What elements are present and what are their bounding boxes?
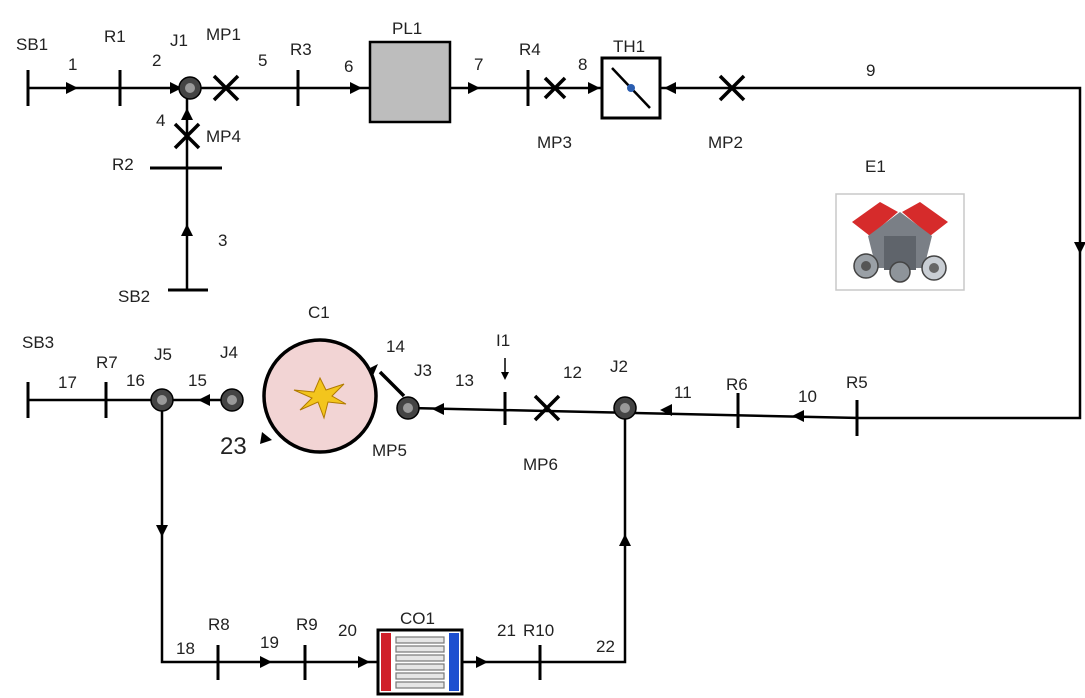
mp3-marker (543, 76, 567, 100)
branch-6: 6 (344, 57, 353, 76)
flow-arrow-23 (260, 432, 272, 444)
branch-18: 18 (176, 639, 195, 658)
branch-11: 11 (674, 383, 692, 402)
label-mp5: MP5 (372, 441, 407, 460)
label-c1: C1 (308, 303, 330, 322)
j2-junction (613, 396, 637, 420)
flow-arrow-19 (260, 656, 272, 668)
label-j1: J1 (170, 31, 188, 50)
label-r8: R8 (208, 615, 230, 634)
label-r5: R5 (846, 373, 868, 392)
spark-icon (293, 376, 347, 420)
flow-arrow-11 (660, 404, 672, 416)
branch-14: 14 (386, 337, 405, 356)
label-sb3: SB3 (22, 333, 54, 352)
label-sb1: SB1 (16, 35, 48, 54)
branch-19: 19 (260, 633, 279, 652)
branch-15: 15 (188, 371, 207, 390)
mp2-marker (718, 74, 746, 102)
flow-arrow-10 (792, 410, 804, 422)
branch-2: 2 (152, 51, 161, 70)
label-e1: E1 (865, 157, 886, 176)
label-r6: R6 (726, 375, 748, 394)
branch-17: 17 (58, 373, 77, 392)
label-r1: R1 (104, 27, 126, 46)
e1-engine (835, 193, 965, 291)
mp5-marker (378, 370, 406, 398)
label-mp4: MP4 (206, 127, 241, 146)
label-r3: R3 (290, 40, 312, 59)
branch-23: 23 (220, 433, 247, 460)
branch-21: 21 (497, 621, 516, 640)
i1-arrow-head (501, 372, 509, 380)
branch-16: 16 (126, 371, 145, 390)
branch-1: 1 (68, 55, 77, 74)
flow-arrow-1 (66, 82, 78, 94)
flow-arrow-13 (432, 403, 444, 415)
label-j3: J3 (414, 361, 432, 380)
j1-junction (178, 76, 202, 100)
label-j4: J4 (220, 343, 238, 362)
label-mp6: MP6 (523, 455, 558, 474)
mp4-marker (173, 122, 201, 150)
label-mp1: MP1 (206, 25, 241, 44)
branch-20: 20 (338, 621, 357, 640)
flow-arrow-3 (181, 224, 193, 236)
flow-arrow-7 (468, 82, 480, 94)
flow-arrow-6 (350, 82, 362, 94)
branch-10: 10 (798, 387, 817, 406)
flow-arrow-21 (476, 656, 488, 668)
label-mp2: MP2 (708, 133, 743, 152)
pl1-plenum (368, 40, 452, 124)
j4-junction (220, 388, 244, 412)
label-r10: R10 (523, 621, 554, 640)
flow-arrow-15 (198, 394, 210, 406)
label-j5: J5 (154, 345, 172, 364)
flow-arrow-j5-down (156, 525, 168, 537)
flow-arrow-8 (588, 82, 600, 94)
label-th1: TH1 (613, 37, 645, 56)
branch-5: 5 (258, 51, 267, 70)
branch-8: 8 (578, 55, 587, 74)
label-pl1: PL1 (392, 19, 422, 38)
flow-arrow-22 (619, 534, 631, 546)
j5-junction (150, 388, 174, 412)
flow-arrow-loop (1074, 242, 1085, 254)
label-mp3: MP3 (537, 133, 572, 152)
branch-12: 12 (563, 363, 582, 382)
flow-arrow-4 (181, 108, 193, 120)
mp6-marker (533, 394, 561, 422)
label-sb2: SB2 (118, 287, 150, 306)
branch-4: 4 (156, 111, 165, 130)
label-r2: R2 (112, 155, 134, 174)
label-j2: J2 (610, 357, 628, 376)
label-r7: R7 (96, 353, 118, 372)
branch-7: 7 (474, 55, 483, 74)
flow-arrow-9 (664, 82, 676, 94)
mp1-marker (212, 74, 240, 102)
branch-3: 3 (218, 231, 227, 250)
branch-22: 22 (596, 637, 615, 656)
engine-block-icon (852, 202, 948, 283)
label-r4: R4 (519, 40, 541, 59)
th1-throttle (600, 56, 662, 120)
c1-compressor (262, 338, 378, 454)
flow-arrow-20 (358, 656, 370, 668)
j3-junction (396, 396, 420, 420)
branch-9: 9 (866, 61, 875, 80)
label-i1: I1 (496, 331, 510, 350)
label-r9: R9 (296, 615, 318, 634)
pipe-cooler-return (462, 408, 627, 664)
co1-cooler (376, 628, 464, 696)
flow-arrow-2 (170, 82, 182, 94)
branch-13: 13 (455, 371, 474, 390)
label-co1: CO1 (400, 609, 435, 628)
